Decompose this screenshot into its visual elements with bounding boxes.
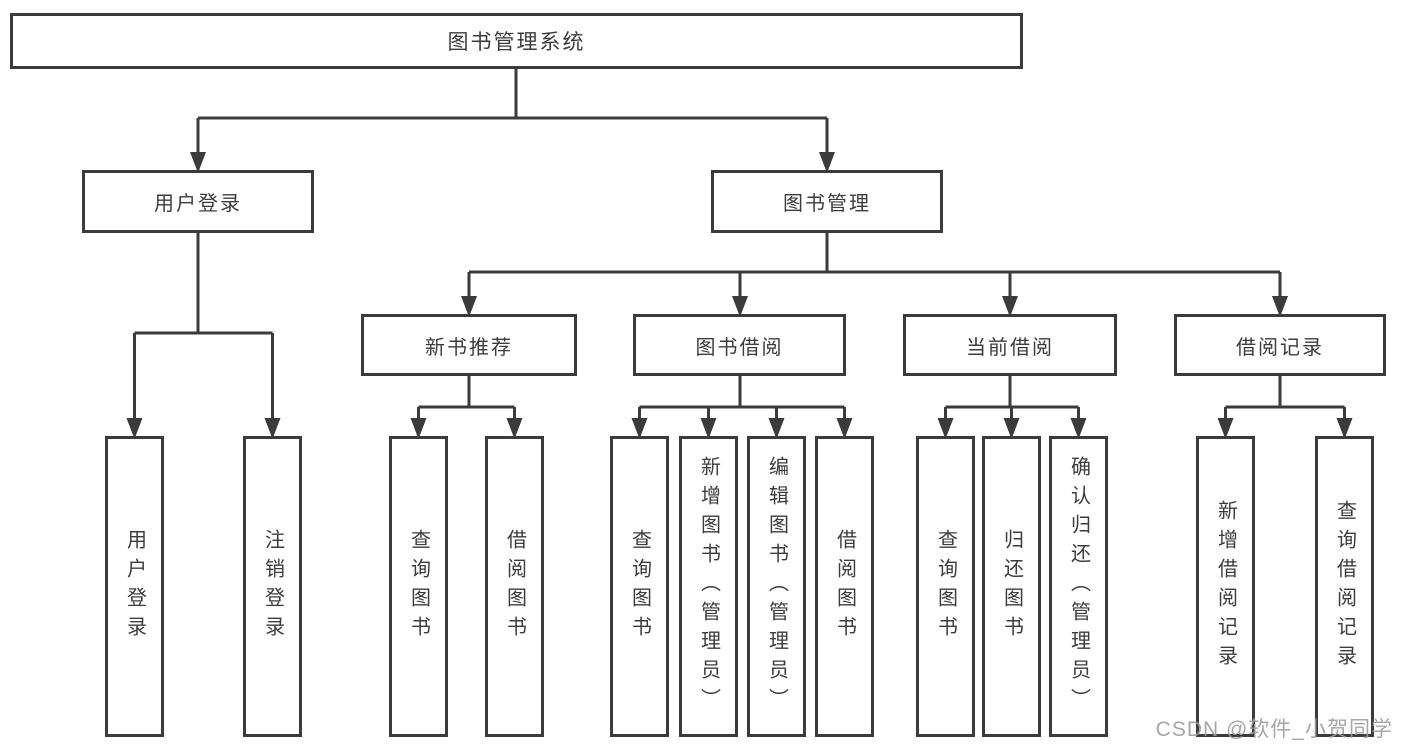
connector-user-login-to-leaves [126,233,281,439]
leaf-records-add-record-label: 新增借阅记录 [1214,499,1237,674]
connector-current-borrow-to-leaves [937,376,1087,439]
node-book-mgmt: 图书管理 [711,170,943,233]
leaf-recommend-borrow-books-label: 借阅图书 [503,528,526,645]
leaf-borrow-query-books: 查询图书 [610,436,669,737]
node-book-borrow: 图书借阅 [633,314,846,376]
node-root-label: 图书管理系统 [447,31,586,54]
leaf-borrow-edit-books-admin: 编辑图书（管理员） [747,436,806,737]
leaf-current-return-books-label: 归还图书 [1000,528,1023,645]
leaf-borrow-edit-books-admin-label: 编辑图书（管理员） [765,456,788,717]
leaf-recommend-borrow-books: 借阅图书 [485,436,544,737]
leaf-current-query-books-label: 查询图书 [934,528,957,645]
node-book-mgmt-label: 图书管理 [783,193,871,215]
connector-root-to-level2 [190,69,835,173]
leaf-borrow-add-books-admin-label: 新增图书（管理员） [697,456,720,717]
leaf-borrow-borrow-books: 借阅图书 [815,436,874,737]
leaf-user-login: 用户登录 [105,436,164,737]
node-book-borrow-label: 图书借阅 [695,336,784,359]
leaf-current-return-books: 归还图书 [982,436,1041,737]
node-user-login-label: 用户登录 [154,193,242,215]
leaf-borrow-borrow-books-label: 借阅图书 [833,528,856,645]
leaf-current-query-books: 查询图书 [916,436,975,737]
leaf-borrow-add-books-admin: 新增图书（管理员） [679,436,738,737]
leaf-records-query-record-label: 查询借阅记录 [1333,499,1356,674]
node-user-login: 用户登录 [82,170,314,233]
leaf-user-login-label: 用户登录 [123,528,146,645]
connector-borrow-record-to-leaves [1217,376,1353,439]
leaf-borrow-query-books-label: 查询图书 [628,528,651,645]
leaf-logout: 注销登录 [243,436,302,737]
connector-book-mgmt-to-level3 [461,233,1288,317]
node-current-borrow: 当前借阅 [903,314,1117,376]
node-borrow-records-label: 借阅记录 [1236,336,1324,359]
node-new-book-recommend-label: 新书推荐 [425,336,513,359]
leaf-records-query-record: 查询借阅记录 [1315,436,1374,737]
node-borrow-records: 借阅记录 [1174,314,1386,376]
leaf-current-confirm-return-admin-label: 确认归还（管理员） [1067,456,1090,717]
node-new-book-recommend: 新书推荐 [361,314,577,376]
leaf-recommend-query-books-label: 查询图书 [407,528,430,645]
connector-book-borrow-to-leaves [631,376,853,439]
node-current-borrow-label: 当前借阅 [966,336,1054,359]
leaf-recommend-query-books: 查询图书 [389,436,448,737]
node-root: 图书管理系统 [10,13,1023,69]
leaf-current-confirm-return-admin: 确认归还（管理员） [1049,436,1108,737]
leaf-records-add-record: 新增借阅记录 [1196,436,1255,737]
connector-new-book-rec-to-leaves [410,376,523,439]
leaf-logout-label: 注销登录 [261,528,284,645]
csdn-watermark: CSDN @软件_小贺同学 [1155,718,1393,741]
